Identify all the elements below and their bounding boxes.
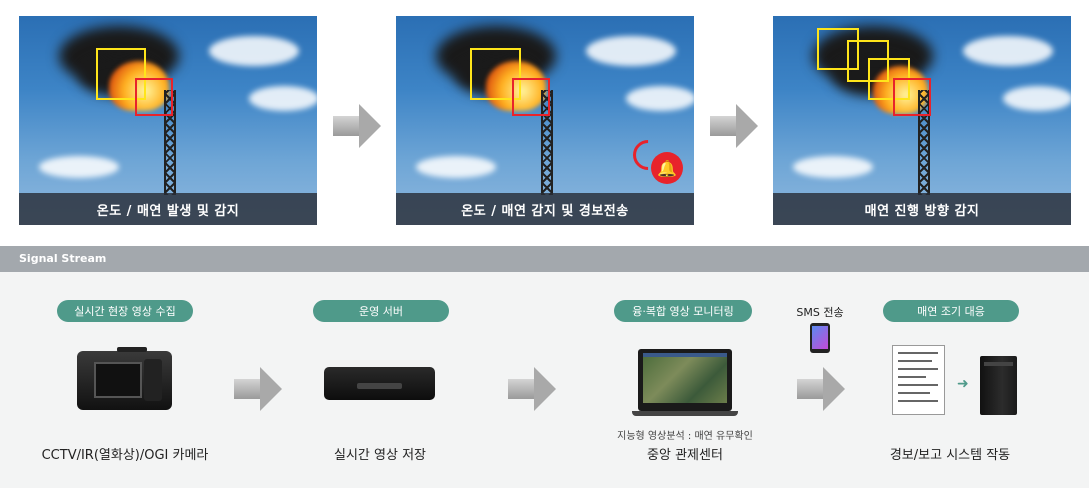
computer-icon xyxy=(980,356,1017,415)
smartphone-icon xyxy=(810,323,830,353)
detection-box-smoke xyxy=(96,48,146,100)
step-3-pill: 융·복합 영상 모니터링 xyxy=(614,300,752,322)
arrow-right-icon xyxy=(508,367,556,411)
step-3-label: 중앙 관제센터 xyxy=(647,448,723,463)
laptop-base xyxy=(632,411,738,416)
small-arrow-icon: ➜ xyxy=(957,376,969,392)
scene-1-smoke-detection: 온도 / 매연 발생 및 감지 xyxy=(19,16,317,225)
arrow-right-icon xyxy=(333,104,381,148)
detection-box-smoke xyxy=(817,28,859,70)
detection-box-heat xyxy=(512,78,550,116)
laptop-icon xyxy=(638,349,732,411)
camera-icon xyxy=(77,347,172,410)
detection-box-smoke xyxy=(470,48,521,100)
arrow-right-icon xyxy=(797,367,845,411)
step-1-label: CCTV/IR(열화상)/OGI 카메라 xyxy=(41,448,209,463)
detection-box-heat xyxy=(135,78,173,116)
document-icon xyxy=(892,345,945,415)
scene-3-direction: 매연 진행 방향 감지 xyxy=(773,16,1071,225)
arrow-right-icon xyxy=(710,104,758,148)
arrow-right-icon xyxy=(234,367,282,411)
sms-label: SMS 전송 xyxy=(796,306,844,319)
signal-stream-header: Signal Stream xyxy=(0,246,1089,272)
step-4-label: 경보/보고 시스템 작동 xyxy=(889,448,1011,463)
scene-caption: 매연 진행 방향 감지 xyxy=(773,193,1071,225)
scene-caption: 온도 / 매연 감지 및 경보전송 xyxy=(396,193,694,225)
step-2-pill: 운영 서버 xyxy=(313,300,449,322)
step-1-pill: 실시간 현장 영상 수집 xyxy=(57,300,193,322)
step-4-pill: 매연 조기 대응 xyxy=(883,300,1019,322)
step-2-label: 실시간 영상 저장 xyxy=(334,448,426,463)
scene-2-alarm: 🔔 온도 / 매연 감지 및 경보전송 xyxy=(396,16,694,225)
step-3-sub: 지능형 영상분석 : 매연 유무확인 xyxy=(617,431,753,442)
detection-box-heat xyxy=(893,78,931,116)
scene-caption: 온도 / 매연 발생 및 감지 xyxy=(19,193,317,225)
server-icon xyxy=(324,367,435,400)
bell-icon: 🔔 xyxy=(651,152,683,184)
